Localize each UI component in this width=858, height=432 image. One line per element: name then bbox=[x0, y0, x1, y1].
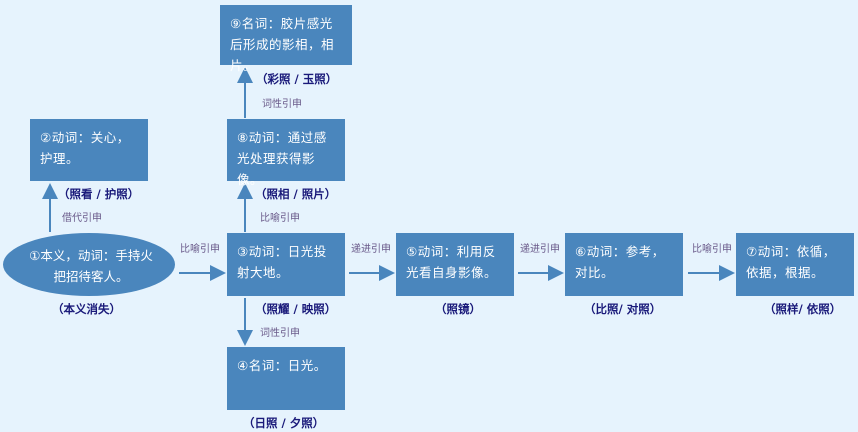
relation-5-6: 递进引申 bbox=[520, 244, 560, 255]
node-6: ⑥动词：参考，对比。 bbox=[565, 233, 683, 296]
node-8-examples: （照相 / 照片） bbox=[255, 187, 337, 201]
node-9: ⑨名词：胶片感光后形成的影相，相片。 bbox=[220, 5, 352, 73]
relation-1-3: 比喻引申 bbox=[180, 244, 220, 255]
node-7: ⑦动词：依循，依据，根据。 bbox=[736, 233, 854, 296]
node-4: ④名词：日光。 bbox=[227, 347, 345, 410]
node-1: ①本义，动词：手持火把招待客人。 bbox=[3, 233, 175, 296]
node-3-examples: （照耀 / 映照） bbox=[255, 302, 337, 316]
node-3: ③动词：日光投射大地。 bbox=[227, 233, 345, 296]
node-5-examples: （照镜） bbox=[435, 302, 481, 316]
node-7-examples: （照样/ 依照） bbox=[764, 302, 842, 316]
relation-3-8: 比喻引申 bbox=[260, 213, 300, 224]
node-9-examples: （彩照 / 玉照） bbox=[256, 72, 338, 86]
relation-3-5: 递进引申 bbox=[351, 244, 391, 255]
node-1-examples: （本义消失） bbox=[52, 302, 121, 316]
relation-6-7: 比喻引申 bbox=[692, 244, 732, 255]
relation-1-2: 借代引申 bbox=[62, 213, 102, 224]
relation-3-4: 词性引申 bbox=[260, 328, 300, 339]
node-8: ⑧动词：通过感光处理获得影像。 bbox=[227, 119, 345, 187]
relation-8-9: 词性引申 bbox=[262, 99, 302, 110]
node-2-examples: （照看 / 护照） bbox=[58, 187, 140, 201]
node-5: ⑤动词：利用反光看自身影像。 bbox=[396, 233, 514, 296]
node-2: ②动词：关心，护理。 bbox=[30, 119, 148, 181]
node-6-examples: （比照/ 对照） bbox=[584, 302, 662, 316]
node-4-examples: （日照 / 夕照） bbox=[243, 416, 325, 430]
